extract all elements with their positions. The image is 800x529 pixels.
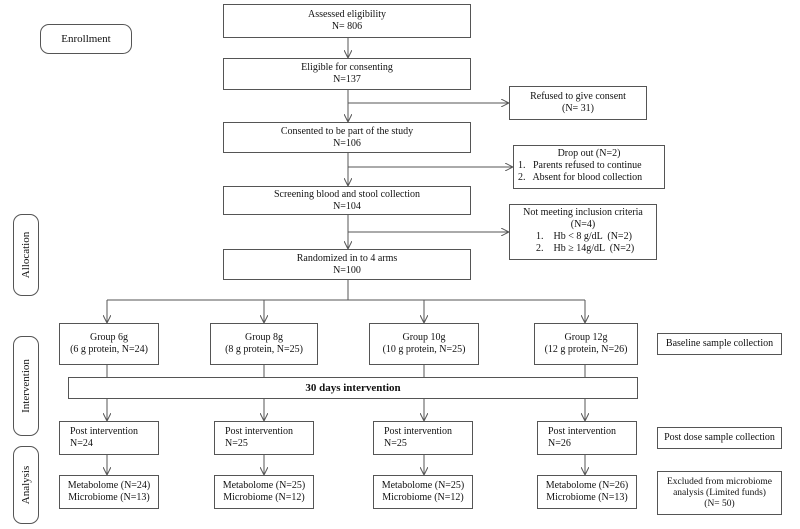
assessed-n: N= 806 (331, 21, 363, 32)
group-detail: (12 g protein, N=26) (544, 344, 628, 355)
post-intervention-box-10g: Post intervention N=25 (373, 421, 473, 455)
group-detail: (10 g protein, N=25) (382, 344, 466, 355)
metabolome-count: Metabolome (N=26) (545, 480, 629, 491)
group-box-12g: Group 12g (12 g protein, N=26) (534, 323, 638, 365)
post-dose-label: Post dose sample collection (664, 432, 775, 443)
group-box-10g: Group 10g (10 g protein, N=25) (369, 323, 479, 365)
dropout-box: Drop out (N=2) 1. Parents refused to con… (513, 145, 665, 189)
not-meeting-list: 1. Hb < 8 g/dL (N=2) 2. Hb ≥ 14g/dL (N=2… (514, 231, 652, 255)
consented-box: Consented to be part of the study N=106 (223, 122, 471, 153)
analysis-box-10g: Metabolome (N=25) Microbiome (N=12) (373, 475, 473, 509)
randomized-box: Randomized in to 4 arms N=100 (223, 249, 471, 280)
intervention-bar: 30 days intervention (68, 377, 638, 399)
eligible-n: N=137 (333, 74, 361, 85)
section-intervention: Intervention (13, 336, 39, 436)
randomized-title: Randomized in to 4 arms (296, 252, 398, 264)
analysis-box-6g: Metabolome (N=24) Microbiome (N=13) (59, 475, 159, 509)
eligible-consenting-box: Eligible for consenting N=137 (223, 58, 471, 90)
screening-n: N=104 (333, 200, 361, 212)
microbiome-count: Microbiome (N=13) (546, 492, 628, 503)
refused-consent-box: Refused to give consent (N= 31) (509, 86, 647, 120)
assessed-eligibility-box: Assessed eligibility N= 806 (223, 4, 471, 38)
screening-box: Screening blood and stool collection N=1… (223, 186, 471, 215)
not-meeting-title: Not meeting inclusion criteria (523, 207, 643, 218)
group-detail: (6 g protein, N=24) (70, 344, 148, 355)
randomized-n: N=100 (333, 264, 361, 276)
dropout-list: 1. Parents refused to continue 2. Absent… (518, 160, 660, 184)
dropout-item: 1. Parents refused to continue (518, 160, 642, 171)
not-meeting-n: (N=4) (570, 219, 596, 230)
metabolome-count: Metabolome (N=25) (222, 480, 306, 491)
excluded-line: analysis (Limited funds) (673, 487, 766, 498)
section-enrollment-label: Enrollment (61, 33, 111, 45)
excluded-line: Excluded from microbiome (667, 476, 772, 487)
baseline-label: Baseline sample collection (665, 338, 774, 349)
post-label: Post intervention (548, 426, 617, 437)
section-enrollment: Enrollment (40, 24, 132, 54)
dropout-title: Drop out (N=2) (557, 148, 621, 159)
group-box-6g: Group 6g (6 g protein, N=24) (59, 323, 159, 365)
post-label: Post intervention (70, 426, 139, 437)
consented-n: N=106 (333, 137, 361, 149)
post-n: N=26 (548, 438, 571, 449)
microbiome-count: Microbiome (N=13) (68, 492, 150, 503)
group-name: Group 10g (402, 332, 446, 343)
section-intervention-label: Intervention (20, 359, 32, 413)
microbiome-count: Microbiome (N=12) (382, 492, 464, 503)
group-name: Group 6g (89, 332, 129, 343)
post-intervention-box-12g: Post intervention N=26 (537, 421, 637, 455)
section-allocation-label: Allocation (20, 231, 32, 279)
eligible-title: Eligible for consenting (301, 62, 393, 73)
dropout-item: 2. Absent for blood collection (518, 172, 643, 183)
metabolome-count: Metabolome (N=24) (67, 480, 151, 491)
consented-title: Consented to be part of the study (280, 125, 414, 137)
not-meeting-criteria-box: Not meeting inclusion criteria (N=4) 1. … (509, 204, 657, 260)
intervention-bar-label: 30 days intervention (305, 382, 401, 394)
group-name: Group 8g (244, 332, 284, 343)
assessed-title: Assessed eligibility (307, 9, 387, 20)
excluded-microbiome-note: Excluded from microbiome analysis (Limit… (657, 471, 782, 515)
excluded-line: (N= 50) (704, 498, 735, 509)
group-box-8g: Group 8g (8 g protein, N=25) (210, 323, 318, 365)
metabolome-count: Metabolome (N=25) (381, 480, 465, 491)
not-meeting-item: 1. Hb < 8 g/dL (N=2) (536, 231, 632, 242)
post-n: N=25 (225, 438, 248, 449)
baseline-sample-note: Baseline sample collection (657, 333, 782, 355)
section-analysis: Analysis (13, 446, 39, 524)
post-n: N=25 (384, 438, 407, 449)
analysis-box-12g: Metabolome (N=26) Microbiome (N=13) (537, 475, 637, 509)
refused-n: (N= 31) (561, 103, 595, 114)
microbiome-count: Microbiome (N=12) (223, 492, 305, 503)
section-allocation: Allocation (13, 214, 39, 296)
post-dose-sample-note: Post dose sample collection (657, 427, 782, 449)
screening-title: Screening blood and stool collection (273, 188, 421, 200)
post-intervention-box-8g: Post intervention N=25 (214, 421, 314, 455)
not-meeting-item: 2. Hb ≥ 14g/dL (N=2) (536, 243, 635, 254)
group-detail: (8 g protein, N=25) (225, 344, 303, 355)
analysis-box-8g: Metabolome (N=25) Microbiome (N=12) (214, 475, 314, 509)
post-n: N=24 (70, 438, 93, 449)
post-label: Post intervention (384, 426, 453, 437)
post-label: Post intervention (225, 426, 294, 437)
group-name: Group 12g (564, 332, 608, 343)
section-analysis-label: Analysis (20, 465, 32, 505)
refused-title: Refused to give consent (530, 91, 626, 102)
post-intervention-box-6g: Post intervention N=24 (59, 421, 159, 455)
